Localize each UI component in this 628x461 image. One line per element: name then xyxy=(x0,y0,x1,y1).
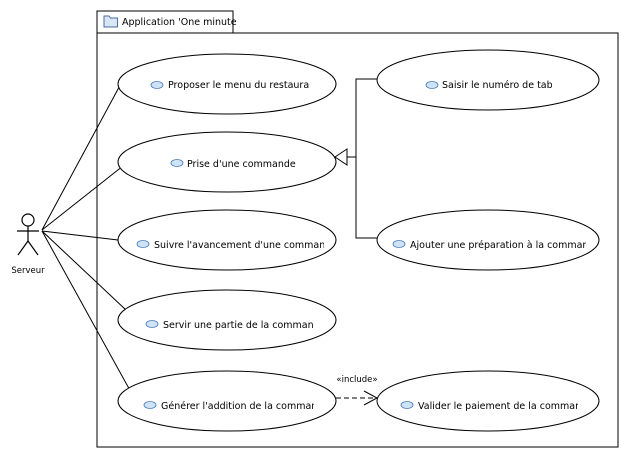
use-case-prise-commande[interactable]: Prise d'une commande xyxy=(117,131,337,193)
system-frame xyxy=(96,32,619,448)
use-case-label: Prise d'une commande xyxy=(187,159,296,170)
use-case-generer-addition[interactable]: Générer l'addition de la commande xyxy=(117,370,337,432)
association-prise xyxy=(41,161,129,231)
include-dependency: «include» xyxy=(336,375,379,406)
association-servir xyxy=(41,230,127,311)
system-title: Application 'One minute xyxy=(122,17,237,28)
use-case-label: Ajouter une préparation à la commande xyxy=(410,240,600,251)
use-case-label: Valider le paiement de la commande xyxy=(418,401,593,412)
association-suivre xyxy=(41,230,119,241)
use-case-ajouter-preparation[interactable]: Ajouter une préparation à la commande xyxy=(376,209,600,271)
use-case-label: Suivre l'avancement d'une commande xyxy=(154,240,337,251)
use-case-saisir-numero[interactable]: Saisir le numéro de table xyxy=(376,49,600,111)
folder-icon xyxy=(103,15,118,28)
use-case-icon xyxy=(170,159,184,167)
stick-figure-icon xyxy=(17,213,39,256)
use-case-icon xyxy=(392,240,406,248)
use-case-icon xyxy=(400,401,414,409)
use-case-proposer-menu[interactable]: Proposer le menu du restauran xyxy=(117,53,337,115)
actor-serveur[interactable]: Serveur xyxy=(11,213,45,276)
use-case-label: Saisir le numéro de table xyxy=(442,80,561,91)
generalization-arrowhead xyxy=(334,148,348,166)
system-boundary: Application 'One minute xyxy=(96,10,619,448)
use-case-icon xyxy=(145,320,159,328)
association-generer xyxy=(41,230,133,395)
use-case-servir-partie[interactable]: Servir une partie de la commande xyxy=(117,289,337,351)
generalization xyxy=(334,78,377,239)
use-case-icon xyxy=(143,401,157,409)
use-case-label: Servir une partie de la commande xyxy=(163,320,326,331)
association-proposer xyxy=(41,77,125,231)
use-case-suivre-avancement[interactable]: Suivre l'avancement d'une commande xyxy=(117,209,337,271)
use-case-icon xyxy=(136,240,150,248)
associations xyxy=(41,77,133,395)
use-case-icon xyxy=(425,81,439,89)
include-label: «include» xyxy=(336,375,377,385)
actor-name: Serveur xyxy=(11,266,45,276)
use-case-label: Générer l'addition de la commande xyxy=(161,401,329,412)
use-case-valider-paiement[interactable]: Valider le paiement de la commande xyxy=(376,370,600,432)
use-case-label: Proposer le menu du restauran xyxy=(168,80,315,91)
use-case-icon xyxy=(150,81,164,89)
